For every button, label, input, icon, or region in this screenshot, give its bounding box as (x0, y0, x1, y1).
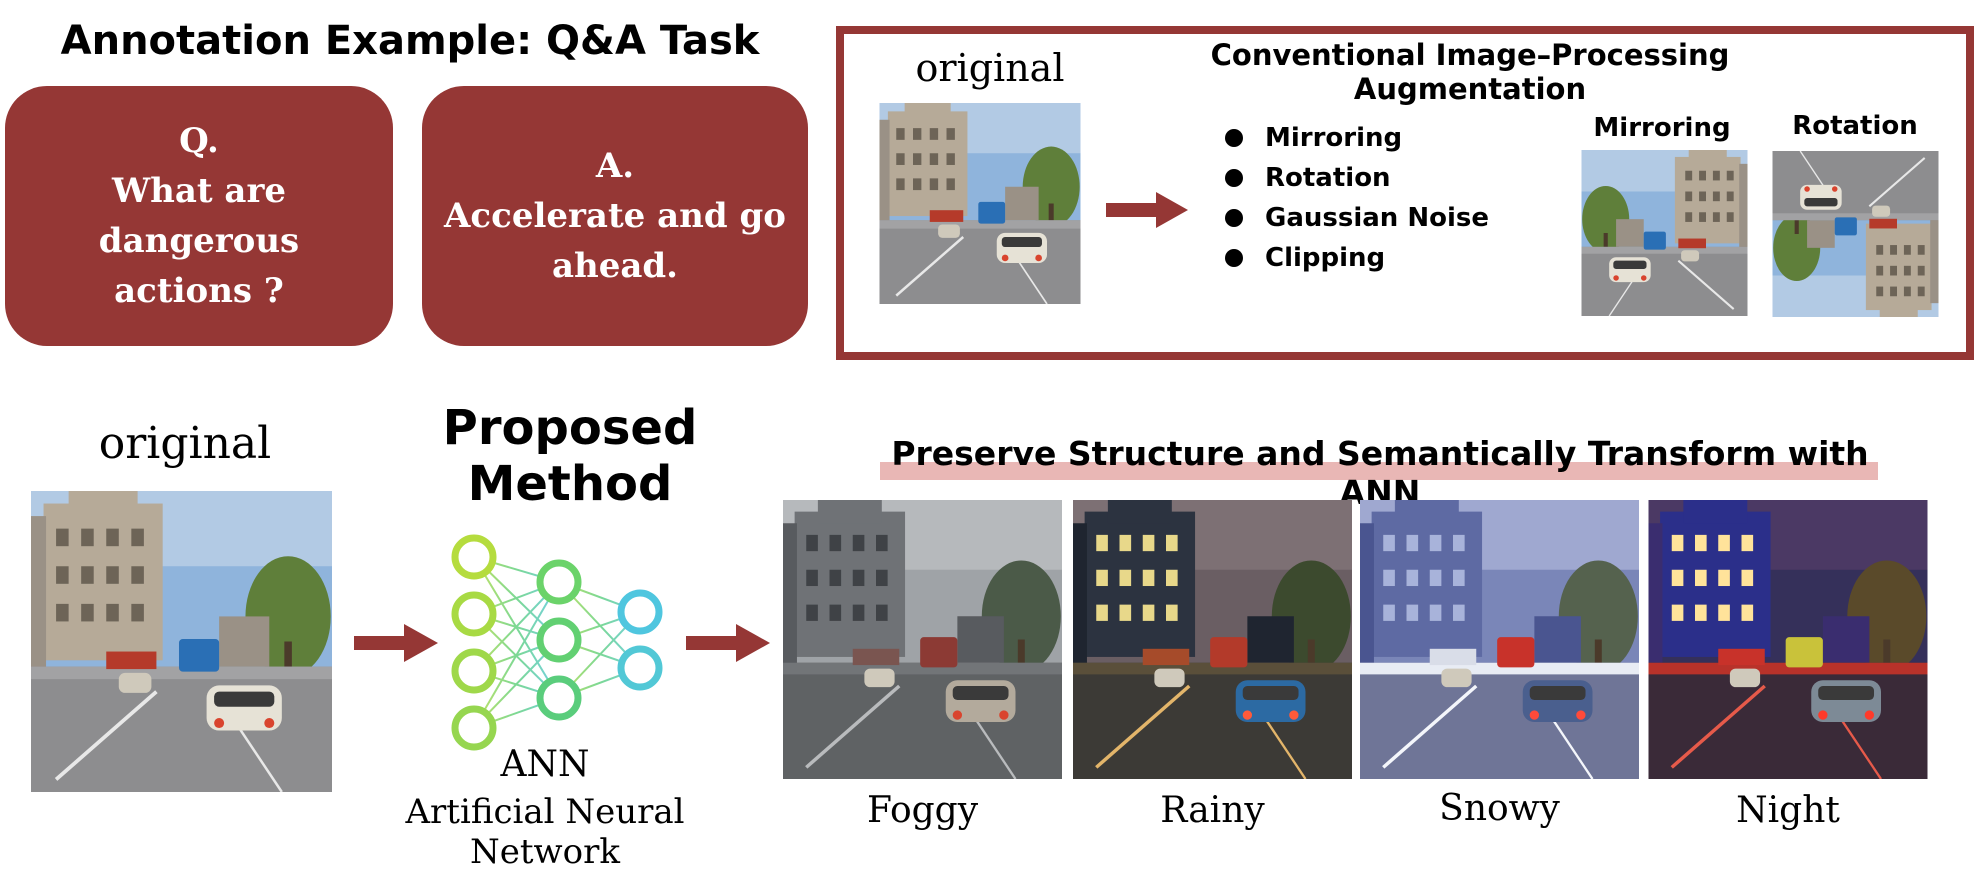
method-item: Rotation (1225, 158, 1555, 198)
ann-short-label: ANN (500, 744, 590, 785)
method-label: Clipping (1265, 243, 1386, 273)
conventional-original-image (877, 103, 1083, 304)
conventional-frame (836, 26, 1974, 360)
subtitle-highlight (880, 462, 1878, 480)
snowy-image (1359, 500, 1640, 779)
snowy-caption: Snowy (1439, 788, 1560, 829)
mirroring-label: Mirroring (1593, 113, 1731, 143)
foggy-caption: Foggy (866, 790, 979, 831)
bullet-icon (1225, 129, 1243, 147)
bullet-icon (1225, 209, 1243, 227)
method-label: Mirroring (1265, 123, 1403, 153)
rainy-image (1070, 500, 1355, 779)
rainy-caption: Rainy (1160, 790, 1265, 831)
conventional-original-label: original (915, 46, 1065, 90)
conventional-arrow (1106, 192, 1188, 228)
rotation-label: Rotation (1792, 111, 1918, 141)
augmentation-methods-list: Mirroring Rotation Gaussian Noise Clippi… (1225, 118, 1555, 278)
night-image (1648, 500, 1928, 779)
proposed-original-image (30, 491, 333, 792)
method-label: Rotation (1265, 163, 1391, 193)
method-item: Clipping (1225, 238, 1555, 278)
mirroring-image (1578, 150, 1751, 316)
question-box: Q. What are dangerous actions ? (5, 86, 393, 346)
method-item: Gaussian Noise (1225, 198, 1555, 238)
neural-network-icon (451, 534, 663, 751)
proposed-title: Proposed Method (442, 400, 698, 512)
rotation-image (1770, 151, 1941, 317)
ann-full-label: Artificial Neural Network (405, 792, 685, 872)
bullet-icon (1225, 169, 1243, 187)
method-item: Mirroring (1225, 118, 1555, 158)
answer-box: A. Accelerate and go ahead. (422, 86, 808, 346)
annotation-title: Annotation Example: Q&A Task (60, 18, 760, 64)
conventional-title: Conventional Image–Processing Augmentati… (1210, 38, 1730, 106)
input-arrow (354, 624, 438, 662)
method-label: Gaussian Noise (1265, 203, 1490, 233)
proposed-original-label: original (98, 418, 272, 469)
bullet-icon (1225, 249, 1243, 267)
output-arrow (686, 624, 770, 662)
night-caption: Night (1736, 790, 1840, 831)
foggy-image (782, 500, 1063, 779)
